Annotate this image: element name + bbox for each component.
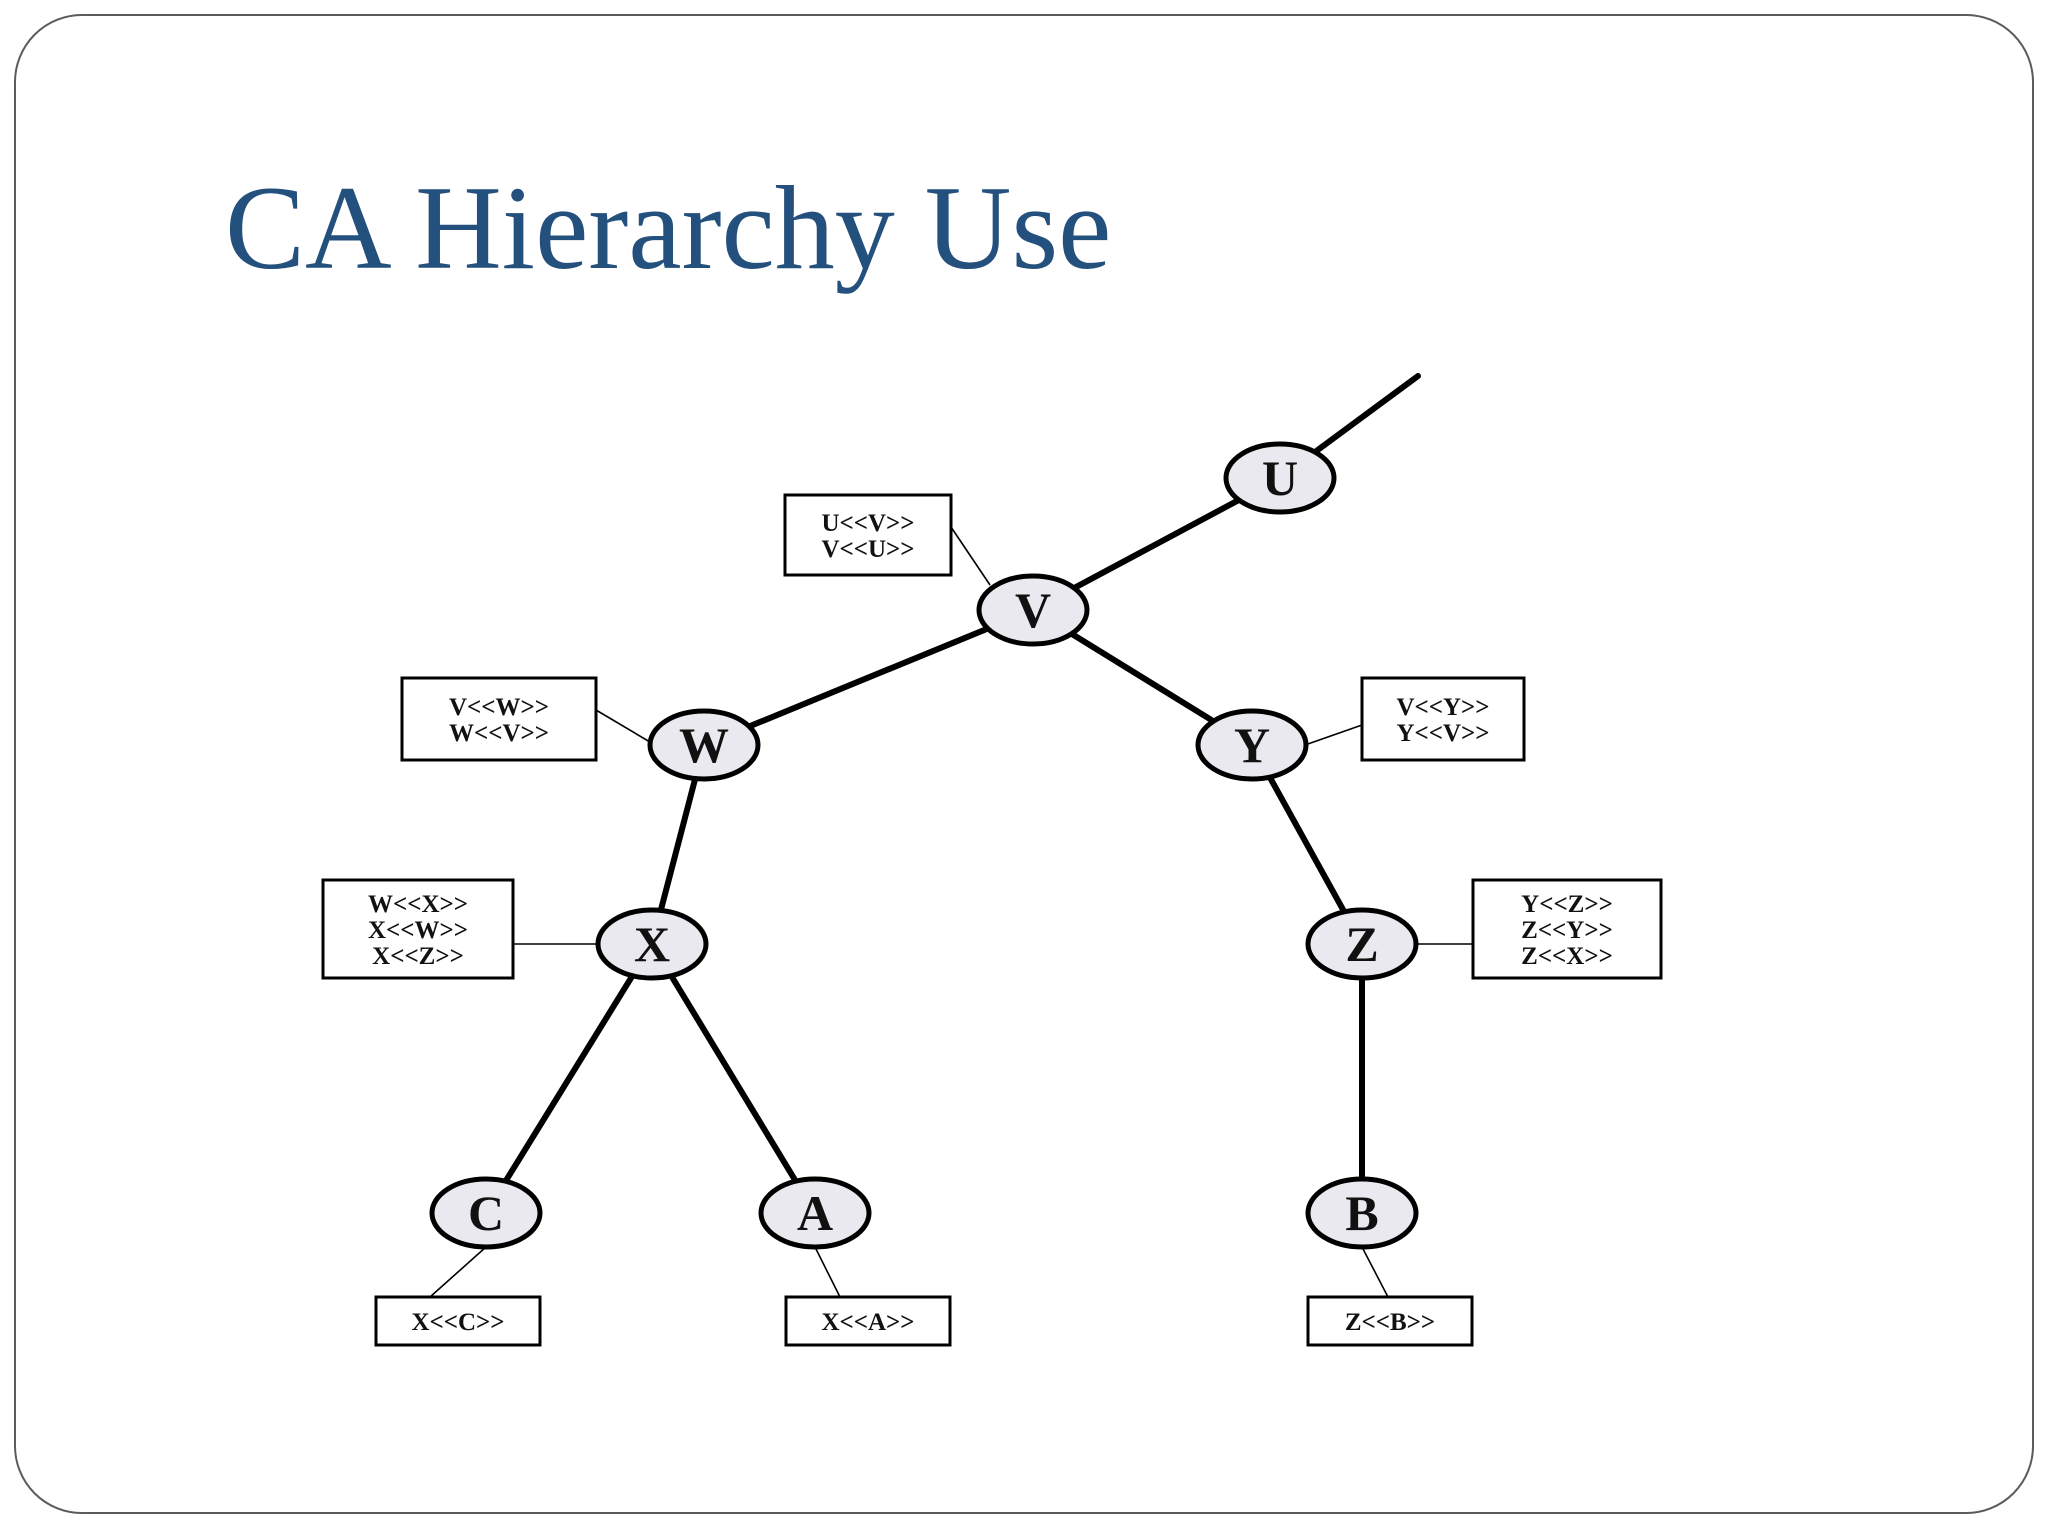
certificate-box-frame (321, 878, 515, 980)
node-label: B (1345, 1185, 1378, 1241)
node-label: Y (1234, 717, 1270, 773)
certificate-line: Y<<V>> (1396, 720, 1489, 747)
leader-line-w (595, 709, 656, 746)
certificate-line: V<<Y>> (1396, 694, 1489, 721)
node-circle (976, 573, 1090, 647)
leader-line-c (429, 1246, 487, 1298)
certificate-line: X<<A>> (821, 1309, 914, 1336)
certificate-box-x: W<<X>>X<<W>>X<<Z>> (321, 878, 515, 980)
node-u: U (1223, 441, 1337, 515)
certificate-line: U<<V>> (821, 510, 914, 537)
node-label: W (679, 717, 729, 773)
certificate-line: Y<<Z>> (1521, 891, 1613, 918)
certificate-box-y: V<<Y>>Y<<V>> (1360, 676, 1526, 762)
certificate-box-frame (374, 1295, 542, 1347)
certificate-boxes-layer: U<<V>>V<<U>> V<<W>>W<<V>> V<<Y>>Y<<V>> W<<X… (321, 493, 1663, 1347)
node-w: W (647, 708, 761, 782)
node-label: U (1262, 450, 1298, 506)
node-b: B (1305, 1176, 1419, 1250)
certificate-line: Z<<X>> (1521, 943, 1613, 970)
certificate-line: X<<W>> (368, 917, 468, 944)
leader-line-v (950, 526, 991, 586)
node-label: A (797, 1185, 833, 1241)
node-circle (1223, 441, 1337, 515)
edge-x-c (483, 941, 655, 1216)
node-label: X (634, 916, 670, 972)
certificate-line: W<<X>> (368, 891, 468, 918)
certificate-box-c: X<<C>> (374, 1295, 542, 1347)
node-z: Z (1305, 907, 1419, 981)
certificate-line: Z<<Y>> (1521, 917, 1613, 944)
node-circle (429, 1176, 543, 1250)
certificate-line: Z<<B>> (1345, 1309, 1435, 1336)
node-a: A (758, 1176, 872, 1250)
certificate-box-w: V<<W>>W<<V>> (400, 676, 598, 762)
certificate-box-frame (1306, 1295, 1474, 1347)
node-circle (1195, 708, 1309, 782)
slide-title: CA Hierarchy Use (225, 161, 1112, 294)
leader-line-y (1304, 724, 1363, 746)
node-circle (647, 708, 761, 782)
certificate-box-frame (783, 493, 953, 577)
node-v: V (976, 573, 1090, 647)
node-label: Z (1345, 916, 1378, 972)
edge-x-a (649, 941, 818, 1216)
edge-u-parent (1312, 373, 1421, 455)
certificate-box-frame (400, 676, 598, 762)
node-x: X (595, 907, 709, 981)
certificate-line: V<<W>> (449, 694, 549, 721)
node-label: C (468, 1185, 504, 1241)
certificate-line: V<<U>> (821, 536, 914, 563)
node-circle (595, 907, 709, 981)
leader-line-b (1361, 1246, 1389, 1298)
nodes-layer: U V W Y X Z C A B (429, 441, 1419, 1250)
certificate-box-z: Y<<Z>>Z<<Y>>Z<<X>> (1471, 878, 1663, 980)
node-y: Y (1195, 708, 1309, 782)
node-c: C (429, 1176, 543, 1250)
leader-lines-layer (429, 526, 1473, 1298)
certificate-line: X<<Z>> (372, 943, 464, 970)
node-circle (758, 1176, 872, 1250)
node-circle (1305, 907, 1419, 981)
certificate-box-frame (1360, 676, 1526, 762)
node-label: V (1015, 582, 1051, 638)
node-circle (1305, 1176, 1419, 1250)
edge-v-w (701, 607, 1036, 748)
certificate-box-frame (784, 1295, 952, 1347)
certificate-line: W<<V>> (449, 720, 549, 747)
certificate-box-frame (1471, 878, 1663, 980)
certificate-box-a: X<<A>> (784, 1295, 952, 1347)
certificate-line: X<<C>> (411, 1309, 504, 1336)
leader-line-a (814, 1246, 841, 1298)
slide-frame (14, 14, 2034, 1514)
certificate-box-v: U<<V>>V<<U>> (783, 493, 953, 577)
certificate-box-b: Z<<B>> (1306, 1295, 1474, 1347)
